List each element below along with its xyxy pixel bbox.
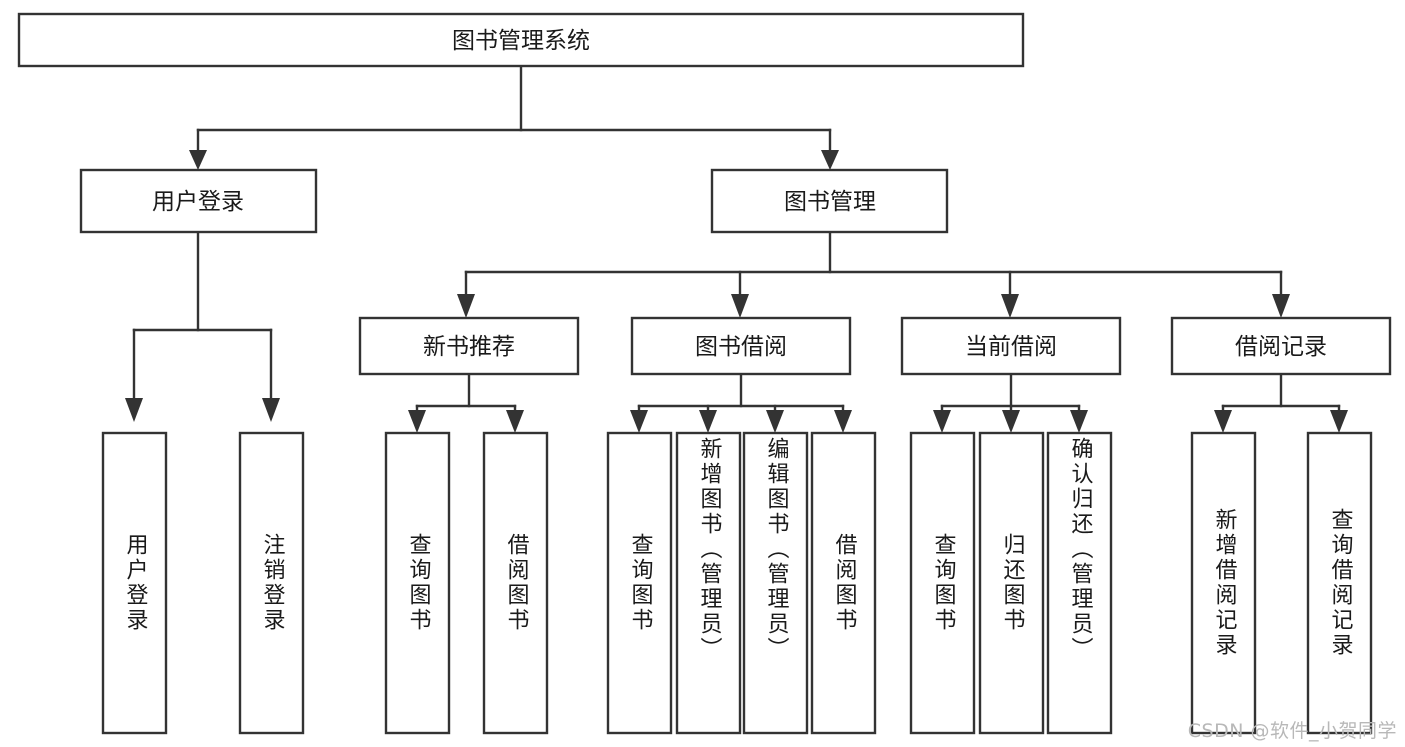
node-box-book-borrow[interactable] [630,316,852,376]
node-box-leaf-logout-login[interactable] [238,431,305,735]
node-box-leaf-add-borrow-record[interactable] [1190,431,1257,735]
node-box-leaf-query-book-1[interactable] [384,431,451,735]
arrow-head-book-management [821,150,839,170]
node-box-user-login[interactable] [79,168,318,234]
arrow-head-leaf-edit-book-admin [766,410,784,433]
node-box-leaf-query-book-3[interactable] [909,431,976,735]
node-box-leaf-add-book-admin[interactable] [675,431,742,735]
arrow-head-leaf-return-book [1002,410,1020,433]
node-label-current-borrow: 当前借阅 [965,334,1057,360]
node-label-new-book-recommend: 新书推荐 [423,334,515,360]
node-box-leaf-confirm-return-admin[interactable] [1046,431,1113,735]
node-box-leaf-user-login[interactable] [101,431,168,735]
watermark-text: CSDN @软件_小贺同学 [1187,720,1397,742]
arrow-head-current-borrow [1001,294,1019,318]
arrow-head-leaf-confirm-return-admin [1070,410,1088,433]
arrow-head-book-borrow [731,294,749,318]
node-label-book-management: 图书管理 [784,189,876,215]
node-box-leaf-return-book[interactable] [978,431,1045,735]
arrow-head-leaf-borrow-book-2 [834,410,852,433]
arrow-head-leaf-logout-login [262,398,280,422]
arrow-head-leaf-query-book-1 [408,410,426,433]
node-box-leaf-query-book-2[interactable] [606,431,673,735]
node-label-borrow-record: 借阅记录 [1235,334,1327,360]
arrow-head-leaf-query-book-3 [933,410,951,433]
node-label-root: 图书管理系统 [452,28,590,54]
node-box-leaf-query-borrow-record[interactable] [1306,431,1373,735]
arrow-head-leaf-borrow-book-1 [506,410,524,433]
arrow-head-leaf-query-borrow-record [1330,410,1348,433]
arrow-head-leaf-add-book-admin [699,410,717,433]
arrow-head-user-login [189,150,207,170]
node-box-leaf-borrow-book-2[interactable] [810,431,877,735]
node-box-root[interactable] [17,12,1025,68]
node-box-borrow-record[interactable] [1170,316,1392,376]
node-layer: 图书管理系统 用户登录 图书管理 新书推荐 图书借阅 当前借阅 借阅记录 [17,12,1392,735]
node-box-new-book-recommend[interactable] [358,316,580,376]
arrow-head-leaf-query-book-2 [630,410,648,433]
arrow-head-new-book-recommend [457,294,475,318]
connector-layer [125,64,1348,433]
arrow-head-leaf-user-login [125,398,143,422]
node-label-book-borrow: 图书借阅 [695,334,787,360]
arrow-head-borrow-record [1272,294,1290,318]
node-label-user-login: 用户登录 [152,189,244,215]
node-box-leaf-edit-book-admin[interactable] [742,431,809,735]
node-box-book-management[interactable] [710,168,949,234]
node-box-current-borrow[interactable] [900,316,1122,376]
arrow-head-leaf-add-borrow-record [1214,410,1232,433]
node-box-leaf-borrow-book-1[interactable] [482,431,549,735]
